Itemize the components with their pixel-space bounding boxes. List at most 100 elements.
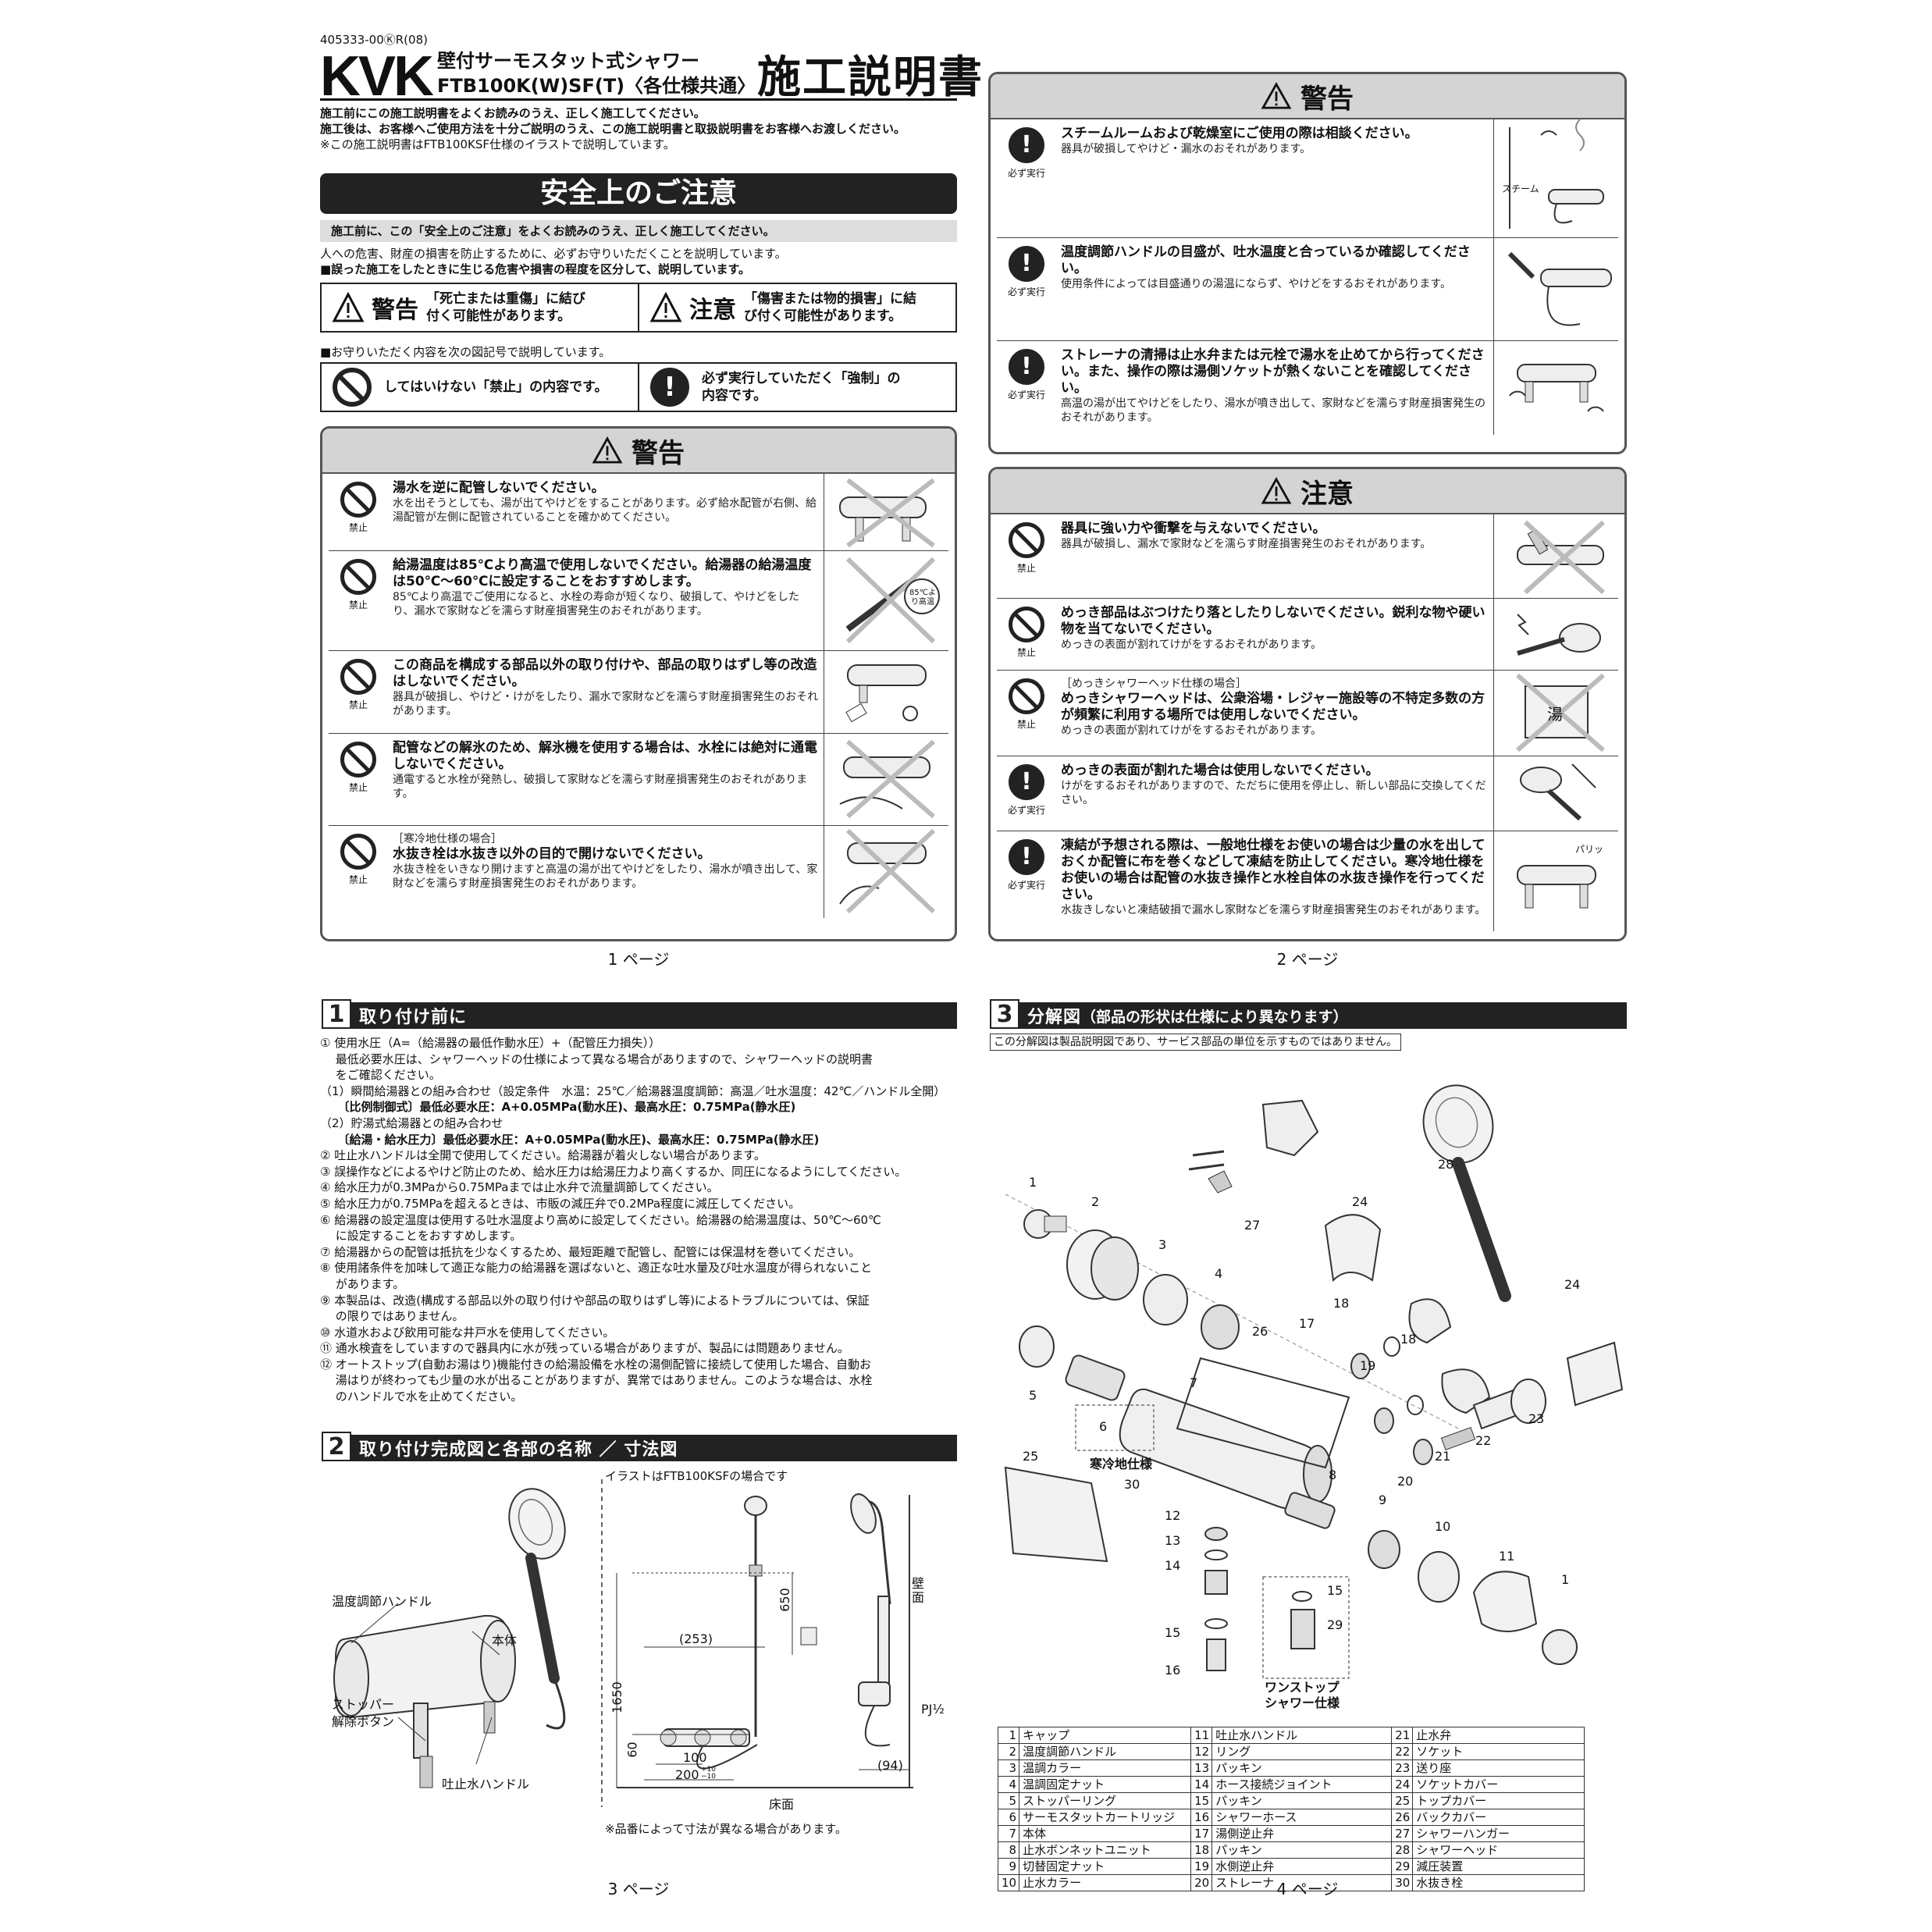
- part-number: 9: [997, 1858, 1020, 1875]
- prohibit-legend: してはいけない「禁止」の内容です。: [322, 364, 639, 411]
- modification-illustration: [824, 651, 948, 733]
- onestop-label-1: ワンストップ: [1265, 1680, 1340, 1695]
- part-name: 止水ボンネットユニット: [1019, 1841, 1192, 1859]
- callout-18b: 18: [1400, 1332, 1417, 1347]
- callout-flow-handle: 吐止水ハンドル: [442, 1777, 530, 1791]
- page-label-1: 1 ページ: [607, 950, 670, 969]
- must-label: 必ず実行: [1007, 390, 1045, 400]
- caution-triangle-icon: [1261, 476, 1292, 504]
- part-number: 13: [1190, 1759, 1213, 1777]
- row-title: めっきの表面が割れた場合は使用しないでください。: [1061, 763, 1379, 778]
- part-name: 湯側逆止弁: [1212, 1825, 1393, 1842]
- warning-row: 禁止 湯水を逆に配管しないでください。水を出そうとしても、湯が出てやけどをするこ…: [329, 474, 948, 551]
- kvk-logo: KVK: [320, 45, 434, 108]
- callout-5: 5: [1029, 1388, 1037, 1403]
- warning-triangle-icon: [332, 291, 365, 322]
- part-number: 7: [997, 1825, 1020, 1842]
- warning-row: 禁止 給湯温度は85℃より高温で使用しないでください。給湯器の給湯温度は50℃〜…: [329, 551, 948, 651]
- part-name: ストレーナ: [1212, 1874, 1393, 1891]
- part-name: 止水カラー: [1019, 1874, 1192, 1891]
- dim-650: 650: [777, 1588, 792, 1612]
- row-title: めっきシャワーヘッドは、公衆浴場・レジャー施設等の不特定多数の方が頻繁に利用する…: [1061, 691, 1485, 723]
- prohibit-label: 禁止: [1016, 719, 1036, 730]
- caution-row: 必ず実行 凍結が予想される際は、一般地仕様をお使いの場合は少量の水を出しておくか…: [997, 831, 1618, 931]
- list-item: ③ 誤操作などによるやけど防止のため、給水圧力は給湯圧力より高くするか、同圧にな…: [320, 1164, 907, 1179]
- panel-head: 警告: [322, 429, 955, 474]
- row-title: スチームルームおよび乾燥室にご使用の際は相談ください。: [1061, 126, 1418, 141]
- steam-label: スチーム: [1502, 183, 1539, 194]
- caution-legend: 注意 「傷害または物的損害」に結び付く可能性があります。: [639, 284, 955, 331]
- row-sub: 器具が破損し、漏水で家財などを濡らす財産損害発生のおそれがあります。: [1061, 538, 1432, 550]
- page-label-4: 4 ページ: [1276, 1880, 1339, 1898]
- part-name: シャワーヘッド: [1412, 1841, 1585, 1859]
- warning-row: 禁止 この商品を構成する部品以外の取り付けや、部品の取りはずし等の改造はしないで…: [329, 651, 948, 734]
- callout-20: 20: [1397, 1474, 1414, 1489]
- section-number: 3: [990, 999, 1019, 1029]
- strainer-illustration: [1493, 341, 1618, 435]
- part-name: パッキン: [1212, 1759, 1393, 1777]
- row-sub: 使用条件によっては目盛通りの湯温にならず、やけどをするおそれがあります。: [1061, 278, 1451, 290]
- mandatory-icon: [1009, 764, 1044, 800]
- row-title: 水抜き栓は水抜き以外の目的で開けないでください。: [393, 846, 711, 862]
- list-item: ⑤ 給水圧力が0.75MPaを超えるときは、市販の減圧弁で0.2MPa程度に減圧…: [320, 1196, 801, 1211]
- warning-row: 必ず実行 温度調節ハンドルの目盛が、吐水温度と合っているか確認してください。使用…: [997, 238, 1618, 341]
- mandatory-icon: [1009, 127, 1044, 163]
- row-title: 凍結が予想される際は、一般地仕様をお使いの場合は少量の水を出しておくか配管に布を…: [1061, 838, 1485, 902]
- part-number: 6: [997, 1809, 1020, 1826]
- callout-stopper: ストッパー: [332, 1697, 395, 1712]
- faucet-assembly-illustration: [333, 1488, 566, 1788]
- exploded-view-diagram: [1004, 1084, 1624, 1679]
- caution-row: 禁止 ［めっきシャワーヘッド仕様の場合］めっきシャワーヘッドは、公衆浴場・レジャ…: [997, 671, 1618, 756]
- callout-15b: 15: [1165, 1625, 1181, 1640]
- part-name: 温調カラー: [1019, 1759, 1192, 1777]
- row-title: ストレーナの清掃は止水弁または元栓で湯水を止めてから行ってください。また、操作の…: [1061, 347, 1485, 396]
- callout-24b: 24: [1564, 1277, 1581, 1292]
- part-number: 23: [1391, 1759, 1414, 1777]
- part-number: 5: [997, 1792, 1020, 1809]
- warning-triangle-icon: [1261, 81, 1292, 109]
- callout-1: 1: [1029, 1175, 1037, 1190]
- intro-line: 施工前にこの施工説明書をよくお読みのうえ、正しく施工してください。: [320, 106, 706, 120]
- callout-28: 28: [1438, 1157, 1454, 1172]
- caution-row: 禁止 めっき部品はぶつけたり落としたりしないでください。鋭利な物や硬い物を当てな…: [997, 599, 1618, 671]
- list-item: ⑫ オートストップ(自動お湯はり)機能付きの給湯設備を水栓の湯側配管に接続して使…: [320, 1357, 872, 1372]
- panel-title: 警告: [1300, 83, 1354, 115]
- page1-warning-panel: 警告 禁止 湯水を逆に配管しないでください。水を出そうとしても、湯が出てやけどを…: [320, 426, 957, 941]
- caution-row: 禁止 器具に強い力や衝撃を与えないでください。器具が破損し、漏水で家財などを濡ら…: [997, 514, 1618, 599]
- list-item: ⑨ 本製品は、改造(構成する部品以外の取り付けや部品の取りはずし等)によるトラブ…: [320, 1293, 870, 1308]
- plating-illustration: [1493, 599, 1618, 670]
- list-item: 湯はりが終わっても少量の水が出ることがありますが、異常ではありません。このような…: [320, 1373, 873, 1388]
- product-line-1: 壁付サーモスタット式シャワー: [437, 50, 699, 72]
- list-item: のハンドルで水を止めてください。: [320, 1389, 523, 1404]
- part-number: 1: [997, 1727, 1020, 1744]
- dim-253: (253): [679, 1631, 713, 1646]
- severity-legend: 警告 「死亡または重傷」に結び付く可能性があります。 注意 「傷害または物的損害…: [320, 283, 957, 333]
- list-item: をご確認ください。: [320, 1068, 441, 1083]
- exploded-view-note: この分解図は製品説明図であり、サービス部品の単位を示すものではありません。: [990, 1034, 1401, 1051]
- part-number: 3: [997, 1759, 1020, 1777]
- section-number: 1: [322, 999, 351, 1029]
- prohibit-label: 禁止: [348, 522, 368, 533]
- impact-illustration: [1493, 514, 1618, 598]
- onestop-label-2: シャワー仕様: [1265, 1695, 1340, 1710]
- warning-row: 必ず実行 ストレーナの清掃は止水弁または元栓で湯水を止めてから行ってください。ま…: [997, 341, 1618, 435]
- prohibit-label: 禁止: [348, 782, 368, 793]
- cracked-plating-illustration: [1493, 756, 1618, 831]
- prohibit-icon: [340, 742, 376, 777]
- row-title: 温度調節ハンドルの目盛が、吐水温度と合っているか確認してください。: [1061, 244, 1471, 276]
- prohibit-label: 禁止: [1016, 647, 1036, 658]
- doc-number: 405333-00ⓀR(08): [320, 33, 428, 47]
- part-name: トップカバー: [1412, 1792, 1585, 1809]
- section1-header: 1 取り付け前に: [322, 999, 957, 1029]
- public-bath-illustration: 湯: [1493, 671, 1618, 756]
- caution-label: 注意: [689, 297, 736, 324]
- list-item: ④ 給水圧力が0.3MPaから0.75MPaまでは止水弁で流量調節してください。: [320, 1180, 719, 1195]
- part-number: 30: [1391, 1874, 1414, 1891]
- page-label-3: 3 ページ: [607, 1880, 670, 1898]
- prohibit-icon: [1009, 607, 1044, 642]
